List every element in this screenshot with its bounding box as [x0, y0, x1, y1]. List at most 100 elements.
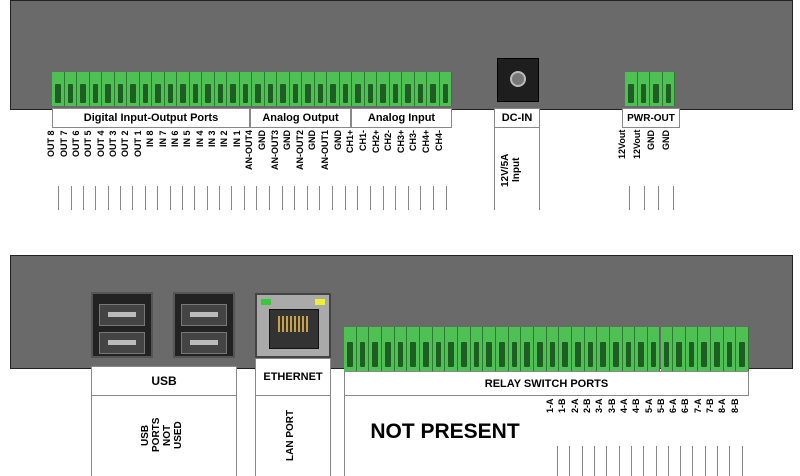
- pin-label: GND: [646, 130, 657, 150]
- pin-label: AN-OUT1: [320, 130, 331, 170]
- dc-in-spec: 12V/5A Input: [500, 153, 522, 187]
- pin-label: AN-OUT2: [294, 130, 305, 170]
- pin-label: IN 6: [169, 130, 180, 147]
- pin-label: 5-B: [655, 398, 666, 413]
- usb-description: USB PORTS NOT USED: [140, 417, 184, 453]
- pin-leader-line: [655, 446, 657, 476]
- terminal-screw: [673, 327, 686, 371]
- pin-leader-line: [618, 446, 620, 476]
- dc-in-label: DC-IN: [501, 112, 533, 124]
- pin-label: 7-B: [705, 398, 716, 413]
- relay-not-present-note: NOT PRESENT: [370, 420, 520, 443]
- pin-leader-line: [357, 186, 359, 210]
- terminal-screw: [419, 327, 433, 371]
- pin-label: IN 5: [182, 130, 193, 147]
- pin-leader-line: [243, 186, 245, 210]
- pin-leader-line: [594, 446, 596, 476]
- pwr-out-label-bar: PWR-OUT: [622, 108, 680, 128]
- pin-leader-line: [82, 186, 84, 210]
- terminal-screw: [470, 327, 484, 371]
- pin-label: OUT 7: [58, 130, 69, 157]
- terminal-screw: [389, 72, 402, 106]
- terminal-screw: [546, 327, 560, 371]
- pin-leader-line: [606, 446, 608, 476]
- terminal-screw: [394, 327, 408, 371]
- pin-label: AN-OUT4: [244, 130, 255, 170]
- relay-terminal-block: [344, 327, 750, 371]
- terminal-screw: [164, 72, 177, 106]
- pin-leader-line: [157, 186, 159, 210]
- pin-leader-line: [144, 186, 146, 210]
- pin-label: OUT 2: [120, 130, 131, 157]
- pin-leader-line: [717, 446, 719, 476]
- pin-leader-line: [132, 186, 134, 210]
- pin-label: 4-B: [631, 398, 642, 413]
- pin-label: 2-B: [582, 398, 593, 413]
- rj45-socket-icon: [269, 309, 319, 349]
- pin-label: OUT 6: [70, 130, 81, 157]
- terminal-screw: [432, 327, 446, 371]
- usb-label-bar: USB: [91, 366, 237, 396]
- pin-label: GND: [256, 130, 267, 150]
- terminal-screw: [402, 72, 415, 106]
- terminal-screw: [114, 72, 127, 106]
- terminal-screw: [559, 327, 572, 371]
- pin-label: 12Vout: [617, 130, 628, 160]
- pin-leader-line: [181, 186, 183, 210]
- terminal-screw: [625, 72, 638, 106]
- terminal-screw: [597, 327, 610, 371]
- terminal-screw: [139, 72, 152, 106]
- terminal-screw: [356, 327, 370, 371]
- digital-io-label: Digital Input-Output Ports: [83, 112, 219, 124]
- pin-leader-line: [741, 446, 743, 476]
- terminal-screw: [609, 327, 623, 371]
- pin-leader-line: [557, 446, 559, 476]
- pin-leader-line: [395, 186, 397, 210]
- pin-label: 6-A: [668, 398, 679, 413]
- pwr-out-label: PWR-OUT: [627, 112, 675, 124]
- pin-leader-line: [206, 186, 208, 210]
- pin-leader-line: [281, 186, 283, 210]
- terminal-screw: [723, 327, 737, 371]
- terminal-screw: [189, 72, 202, 106]
- pin-label: CH1+: [345, 130, 356, 154]
- terminal-screw: [571, 327, 585, 371]
- pin-leader-line: [344, 186, 346, 210]
- terminal-screw: [647, 327, 661, 371]
- pin-label: 6-B: [680, 398, 691, 413]
- pwr-out-terminal-block: [625, 72, 675, 106]
- pin-label: IN 4: [194, 130, 205, 147]
- usb-port-1: [91, 292, 153, 358]
- pin-label: GND: [282, 130, 293, 150]
- terminal-screw: [521, 327, 534, 371]
- terminal-screw: [64, 72, 77, 106]
- pin-label: 8-B: [729, 398, 740, 413]
- terminal-screw: [202, 72, 215, 106]
- pin-label: 2-A: [569, 398, 580, 413]
- terminal-screw: [327, 72, 340, 106]
- terminal-screw: [252, 72, 265, 106]
- pin-label: IN 1: [231, 130, 242, 147]
- pin-leader-line: [256, 186, 258, 210]
- ethernet-label-bar: ETHERNET: [255, 358, 331, 396]
- terminal-screw: [637, 72, 650, 106]
- pin-leader-line: [643, 186, 645, 210]
- ethernet-description: LAN PORT: [285, 409, 296, 461]
- pin-label: GND: [332, 130, 343, 150]
- pin-leader-line: [643, 446, 645, 476]
- pin-label: OUT 5: [83, 130, 94, 157]
- terminal-screw: [685, 327, 699, 371]
- terminal-screw: [289, 72, 302, 106]
- pin-leader-line: [194, 186, 196, 210]
- pin-label: GND: [307, 130, 318, 150]
- pin-leader-line: [704, 446, 706, 476]
- pin-leader-line: [95, 186, 97, 210]
- pin-label: OUT 8: [46, 130, 57, 157]
- top-terminal-block: [52, 72, 452, 106]
- terminal-screw: [495, 327, 509, 371]
- terminal-screw: [214, 72, 227, 106]
- pin-label: CH1-: [357, 130, 368, 152]
- pin-leader-line: [407, 186, 409, 210]
- terminal-screw: [102, 72, 115, 106]
- pin-label: CH2-: [383, 130, 394, 152]
